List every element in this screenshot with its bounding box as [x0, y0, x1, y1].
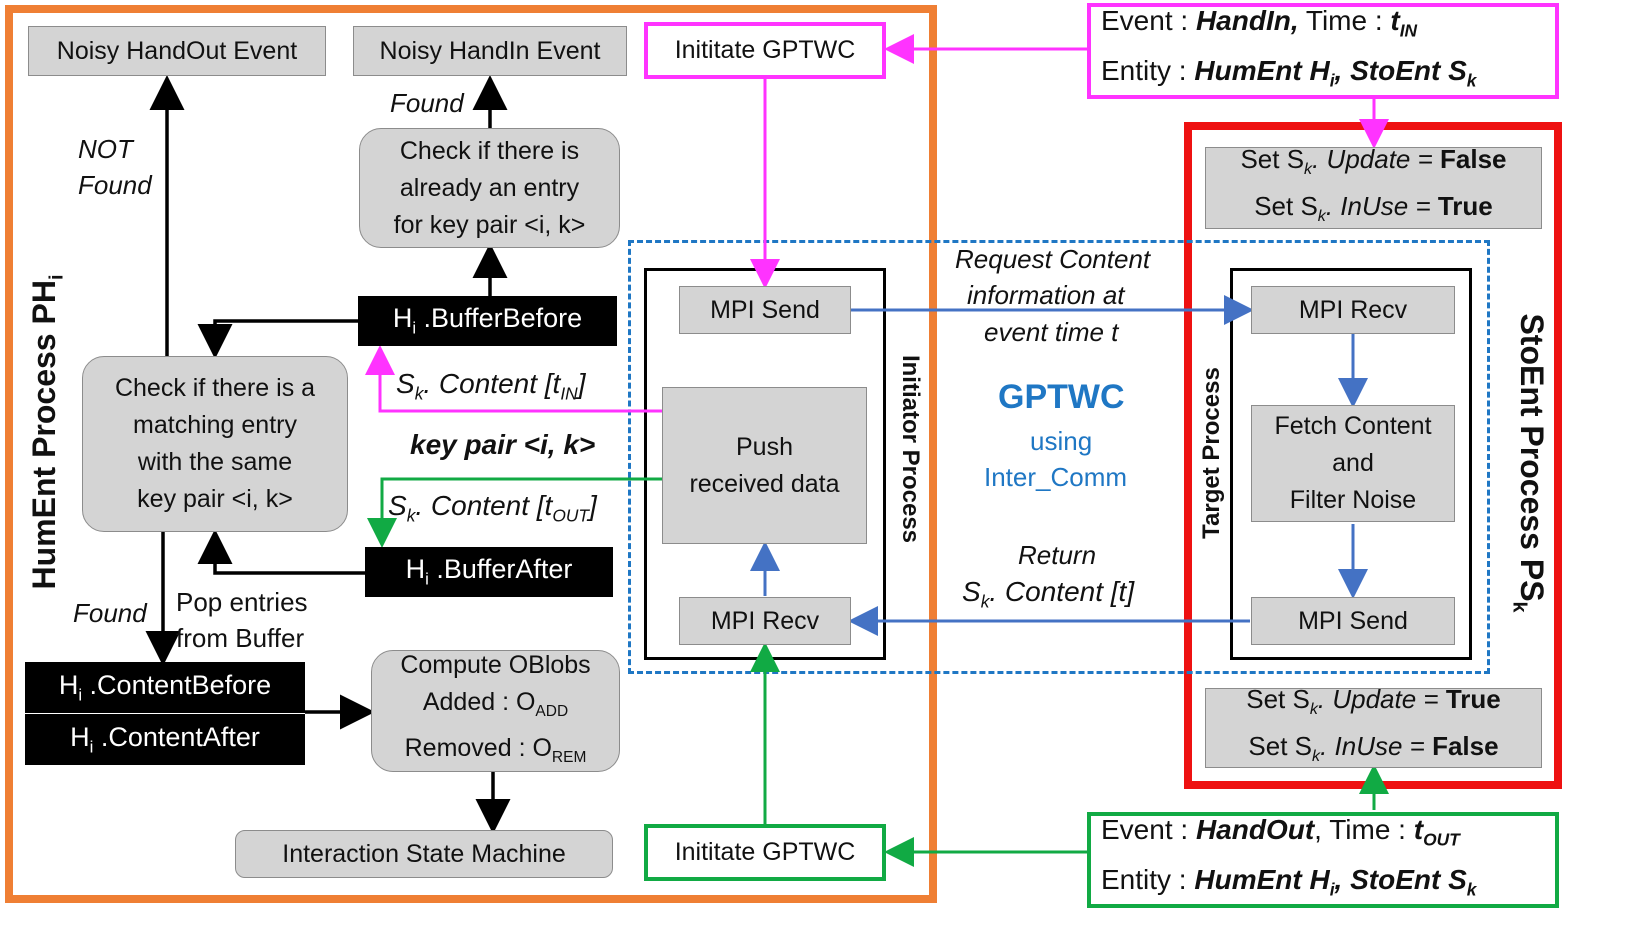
- set-update-true-box: Set Sk. Update = True Set Sk. InUse = Fa…: [1205, 684, 1542, 768]
- noisy-handout-box: Noisy HandOut Event: [28, 26, 326, 76]
- return-label-1: Return: [1018, 540, 1097, 570]
- target-frame: [1230, 268, 1472, 660]
- initiator-mpi-send-box: MPI Send: [679, 286, 851, 334]
- event-handout-box: Event : HandOut, Time : tOUT Entity : Hu…: [1087, 812, 1559, 908]
- pop-entries-label-2: from Buffer: [176, 623, 305, 653]
- gptwc-dashed-frame: [628, 240, 1490, 674]
- target-mpi-recv-box: MPI Recv: [1251, 286, 1455, 334]
- noisy-handin-box: Noisy HandIn Event: [353, 26, 627, 76]
- request-label-2: information at: [967, 280, 1125, 310]
- event-handin-box: Event : HandIn, Time : tIN Entity : HumE…: [1087, 3, 1559, 99]
- initiator-process-label: Initiator Process: [897, 354, 924, 544]
- check-existing-entry-box: Check if there is already an entry for k…: [359, 128, 620, 248]
- content-after-box: Hi .ContentAfter: [25, 714, 305, 765]
- not-found-label-2: Found: [78, 170, 152, 200]
- arrow-bufferafter-to-matching: [197, 529, 365, 575]
- initiate-gptwc-top-box: Inititate GPTWC: [644, 22, 886, 79]
- humproc-title: HumEnt Process PHi: [26, 274, 68, 590]
- target-process-label: Target Process: [1198, 367, 1225, 539]
- compute-oblobs-box: Compute OBlobs Added : OADD Removed : OR…: [371, 650, 620, 772]
- request-label-3: event time t: [984, 317, 1119, 347]
- gptwc-using: using: [1030, 426, 1093, 456]
- initiator-mpi-recv-box: MPI Recv: [679, 597, 851, 645]
- found-top-label: Found: [390, 88, 464, 118]
- arrow-push-to-bufferafter: [367, 477, 662, 548]
- state-machine-box: Interaction State Machine: [235, 830, 613, 878]
- buffer-before-box: Hi .BufferBefore: [358, 296, 617, 346]
- check-matching-entry-box: Check if there is a matching entry with …: [82, 356, 348, 532]
- not-found-label-1: NOT: [78, 134, 133, 164]
- arrow-bufferbefore-to-matching: [197, 319, 358, 359]
- stoproc-title: StoEnt Process PSk: [1508, 313, 1550, 613]
- pop-entries-label-1: Pop entries: [176, 587, 308, 617]
- set-update-false-box: Set Sk. Update = False Set Sk. InUse = T…: [1205, 144, 1542, 229]
- return-label-2: Sk. Content [t]: [962, 576, 1135, 612]
- humproc-frame: [5, 5, 937, 903]
- gptwc-title: GPTWC: [998, 378, 1125, 416]
- key-pair-label: key pair <i, k>: [410, 429, 596, 460]
- buffer-after-box: Hi .BufferAfter: [365, 547, 613, 597]
- found-bottom-label: Found: [73, 598, 147, 628]
- arrow-push-to-bufferbefore: [365, 345, 662, 413]
- content-before-box: Hi .ContentBefore: [25, 662, 305, 713]
- fetch-filter-box: Fetch Content and Filter Noise: [1251, 405, 1455, 522]
- sk-content-out-label: Sk. Content [tOUT]: [388, 490, 597, 526]
- request-label-1: Request Content: [955, 244, 1151, 274]
- push-received-data-box: Push received data: [662, 387, 867, 544]
- gptwc-inter-comm: Inter_Comm: [984, 462, 1128, 492]
- sk-content-in-label: Sk. Content [tIN]: [396, 368, 586, 404]
- initiate-gptwc-bottom-box: Inititate GPTWC: [644, 824, 886, 881]
- target-mpi-send-box: MPI Send: [1251, 597, 1455, 645]
